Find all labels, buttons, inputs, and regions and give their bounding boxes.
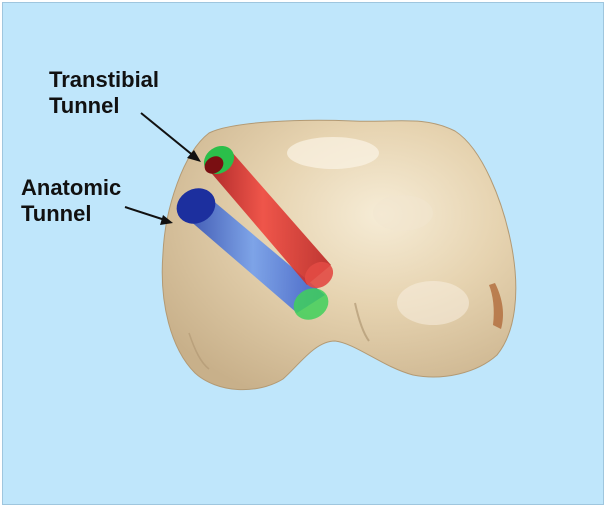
label-anatomic-tunnel: Anatomic Tunnel	[21, 175, 121, 227]
arrow-anatomic	[125, 207, 173, 225]
bone-highlight	[397, 281, 469, 325]
label-transtibial-line2: Tunnel	[49, 93, 159, 119]
label-anatomic-line2: Tunnel	[21, 201, 121, 227]
label-transtibial-tunnel: Transtibial Tunnel	[49, 67, 159, 119]
arrow-transtibial	[141, 113, 201, 162]
label-transtibial-line1: Transtibial	[49, 67, 159, 93]
label-anatomic-line1: Anatomic	[21, 175, 121, 201]
bone-highlight	[287, 137, 379, 169]
bone-highlight	[373, 195, 433, 231]
